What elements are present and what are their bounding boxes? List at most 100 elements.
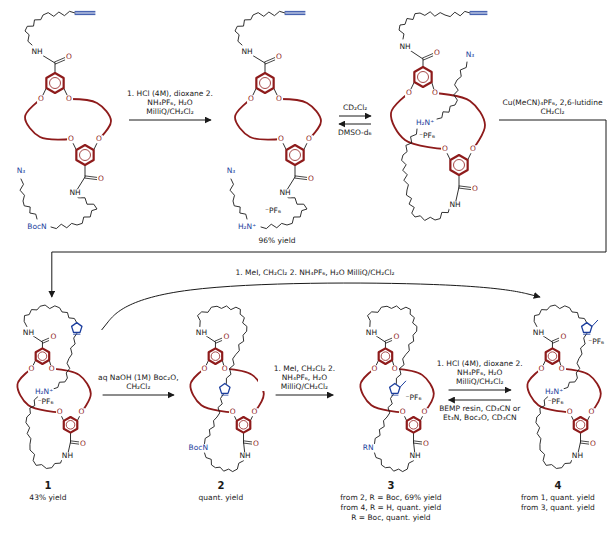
- alkyl-chain: [375, 394, 394, 443]
- triazole-double-bond: [74, 334, 80, 335]
- alkyne-triple-bond: [285, 14, 305, 15]
- atom-label: O: [48, 365, 56, 373]
- molecule-drawing: [360, 306, 433, 472]
- reaction-arrow: [339, 124, 371, 125]
- atom-label: H₂N⁺: [237, 223, 257, 231]
- yield-note: from 4, R = H, quant. yield: [340, 505, 443, 513]
- reaction-conditions: aq NaOH (1M) Boc₂O, CH₂Cl₂: [92, 373, 184, 391]
- crown-ether-loop: [25, 99, 71, 140]
- atom-label: O: [469, 145, 477, 153]
- atom-label: O: [67, 135, 75, 143]
- crown-ether-loop: [279, 99, 321, 139]
- atom-label: ⁻PF₆: [547, 398, 565, 406]
- atom-label: ⁻PF₆: [587, 338, 605, 346]
- aromatic-circle: [454, 160, 465, 171]
- benzene-ring: [450, 155, 467, 175]
- atom-label: O: [95, 135, 103, 143]
- atom-label: ⁻PF₆: [418, 132, 436, 140]
- atom-label: O: [79, 440, 87, 448]
- compound-number: 4: [553, 481, 562, 491]
- molecule-drawing: [20, 11, 111, 228]
- atom-label: O: [589, 440, 597, 448]
- alkyl-chain: [53, 334, 76, 389]
- aromatic-circle: [290, 150, 301, 161]
- crown-ether-loop: [395, 369, 434, 413]
- alkyl-chain: [399, 11, 470, 39]
- atom-label: O: [431, 89, 439, 97]
- aromatic-circle: [548, 352, 557, 361]
- triazole-ring: [220, 383, 230, 393]
- molecule-drawing: [17, 305, 90, 468]
- reaction-arrow: [449, 400, 511, 401]
- atom-label: O: [247, 95, 255, 103]
- crown-ether-loop: [360, 369, 402, 413]
- reaction-arrow: [449, 390, 511, 391]
- alkyne-triple-bond: [75, 14, 95, 15]
- atom-label: NH: [408, 452, 421, 460]
- atom-label: N₃: [16, 167, 27, 175]
- atom-label: NH: [22, 329, 35, 337]
- atom-label: O: [307, 175, 315, 183]
- aromatic-circle: [66, 421, 75, 430]
- atom-label: O: [277, 135, 285, 143]
- crown-ether-loop: [562, 369, 601, 413]
- atom-label: O: [433, 49, 441, 57]
- yield-note: R = Boc, quant. yield: [350, 515, 431, 523]
- atom-label: N₃: [465, 51, 476, 59]
- atom-label: O: [250, 409, 258, 417]
- atom-label: O: [471, 185, 479, 193]
- atom-label: O: [28, 365, 36, 373]
- reaction-conditions: CD₂Cl₂: [342, 103, 368, 112]
- aromatic-circle: [38, 352, 47, 361]
- triazole-ring: [582, 323, 592, 333]
- atom-label: O: [420, 409, 428, 417]
- alkyne-triple-bond: [75, 11, 95, 12]
- reaction-conditions: DMSO-d₆: [337, 128, 373, 137]
- compound-structure: NHO⁻PF₆OOH₂N⁺⁻PF₆OOONH4from 1, quant. yi…: [515, 300, 609, 514]
- reaction-conditions: BEMP resin, CD₃CN or Et₃N, Boc₂O, CD₃CN: [434, 404, 526, 422]
- alkyl-chain: [235, 11, 285, 45]
- bond: [459, 175, 460, 187]
- alkyl-chain: [20, 179, 37, 219]
- atom-label: NH: [68, 189, 81, 197]
- crown-ether-loop: [69, 99, 111, 139]
- aromatic-circle: [260, 78, 271, 89]
- benzene-ring: [379, 348, 393, 364]
- aromatic-circle: [576, 421, 585, 430]
- atom-label: NH: [532, 329, 545, 337]
- alkyne-triple-bond: [75, 13, 95, 14]
- crown-ether-loop: [435, 93, 485, 149]
- atom-label: O: [558, 365, 566, 373]
- alkyl-chain: [368, 306, 417, 384]
- alkyne-triple-bond: [470, 14, 487, 15]
- reaction-conditions: Cu(MeCN)₄PF₆, 2,6-lutidine CH₂Cl₂: [496, 98, 610, 116]
- atom-label: O: [252, 440, 260, 448]
- atom-label: NH: [571, 452, 584, 460]
- compound-structure: NHOOOH₂N⁺⁻PF₆OOONH143% yield: [5, 300, 99, 504]
- atom-label: O: [49, 334, 57, 342]
- atom-label: RN: [362, 444, 375, 452]
- alkyne-triple-bond: [285, 11, 305, 12]
- alkyl-chain: [24, 305, 77, 326]
- atom-label: O: [222, 334, 230, 342]
- atom-label: NH: [240, 48, 253, 56]
- atom-label: NH: [195, 329, 208, 337]
- benzene-ring: [546, 348, 560, 364]
- atom-label: NH: [61, 452, 74, 460]
- crown-ether-loop: [190, 369, 232, 413]
- methyl-bond: [592, 320, 598, 326]
- triazole-ring: [72, 323, 82, 333]
- atom-label: O: [422, 440, 430, 448]
- atom-label: NH: [278, 189, 291, 197]
- reaction-arrow: [52, 120, 606, 297]
- atom-label: ⁻PF₆: [405, 395, 423, 403]
- atom-label: BocN: [188, 444, 209, 452]
- compound-structure: NHOOOOOOBocNNH2quant. yield: [178, 300, 272, 504]
- aromatic-circle: [50, 78, 61, 89]
- molecule-drawing: [527, 305, 600, 468]
- atom-label: O: [392, 334, 400, 342]
- benzene-ring: [414, 67, 431, 87]
- compound-structure: NHON₃OOH₂N⁺⁻PF₆OOONH: [375, 5, 495, 237]
